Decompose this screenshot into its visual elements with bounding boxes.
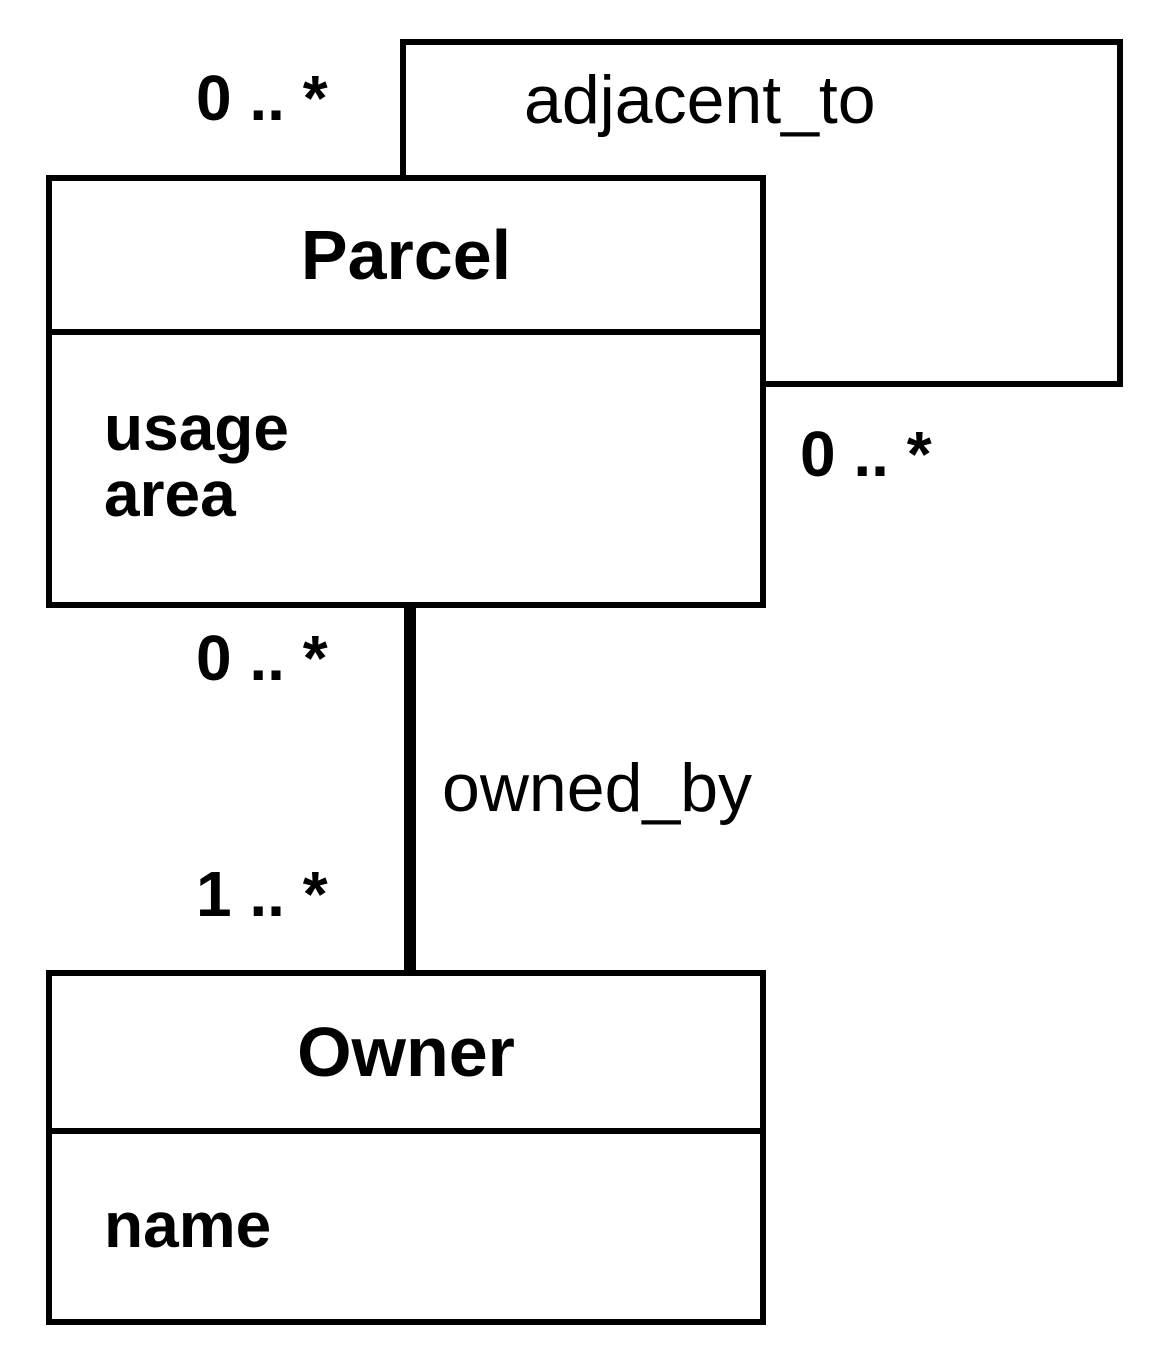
owner-attribute-name: name [104, 1189, 272, 1261]
owned-by-label: owned_by [442, 750, 753, 826]
parcel-class: Parcel usage area [46, 175, 766, 608]
adjacent-to-label: adjacent_to [524, 62, 876, 138]
parcel-class-name: Parcel [300, 216, 512, 294]
parcel-attribute-usage: usage [104, 392, 289, 464]
owned-by-parcel-multiplicity: 0 .. * [196, 622, 328, 694]
parcel-class-header: Parcel [52, 181, 760, 335]
adjacent-to-target-multiplicity: 0 .. * [800, 418, 932, 490]
owner-class-header: Owner [52, 976, 760, 1134]
adjacent-to-source-multiplicity: 0 .. * [196, 62, 328, 134]
adjacent-to-line [400, 39, 1123, 387]
owned-by-owner-multiplicity: 1 .. * [196, 858, 328, 930]
owner-class-name: Owner [297, 1013, 515, 1091]
parcel-attribute-area: area [104, 458, 236, 530]
parcel-class-attributes: usage area [52, 335, 760, 527]
owner-class-attributes: name [52, 1134, 760, 1258]
owner-class: Owner name [46, 970, 766, 1325]
